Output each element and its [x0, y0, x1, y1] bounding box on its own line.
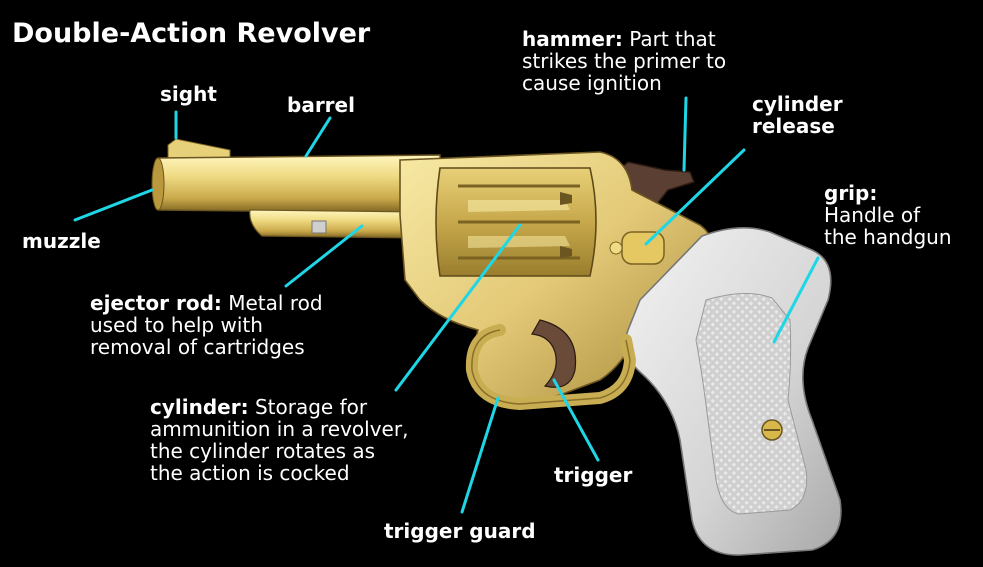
barrel-leader [306, 118, 330, 156]
label-ejector-rod: ejector rod: Metal rod used to help with… [90, 292, 323, 358]
diagram-title: Double-Action Revolver [12, 18, 370, 49]
label-cylinder-release: cylinder release [752, 93, 843, 137]
muzzle-leader [75, 190, 152, 220]
trigger-leader [554, 380, 598, 460]
label-grip: grip: Handle of the handgun [824, 182, 952, 248]
sight-part [168, 139, 230, 158]
ejector-rod-part [250, 210, 420, 238]
barrel-part [154, 155, 440, 213]
label-hammer: hammer: Part that strikes the primer to … [522, 28, 726, 94]
trigger-guard-leader [462, 398, 498, 512]
ejector-rod-tip [312, 221, 326, 233]
label-muzzle: muzzle [22, 230, 101, 252]
label-barrel: barrel [287, 94, 355, 116]
label-trigger-guard: trigger guard [384, 520, 536, 542]
label-trigger: trigger [554, 464, 632, 486]
cylinder-release-part [622, 232, 664, 264]
hammer-leader [684, 98, 686, 170]
label-cylinder: cylinder: Storage for ammunition in a re… [150, 396, 408, 484]
label-sight: sight [160, 83, 217, 105]
muzzle-part [152, 158, 164, 210]
